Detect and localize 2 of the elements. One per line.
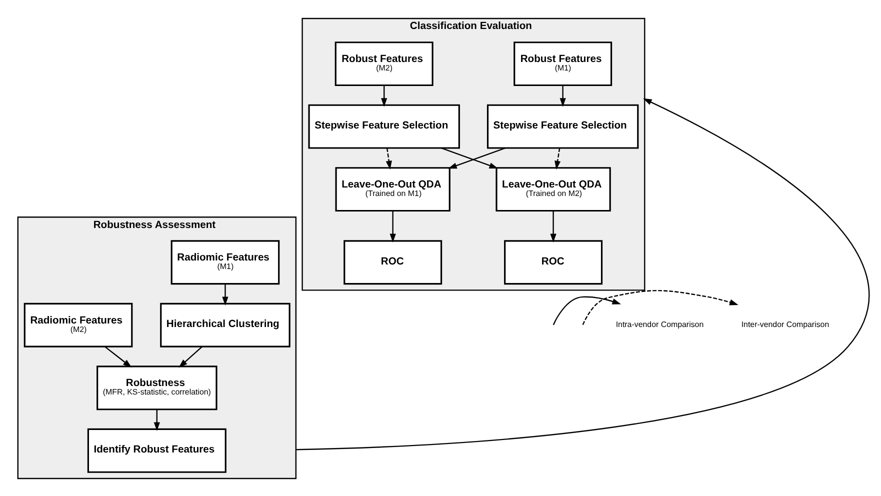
legend-label: Intra-vendor Comparison xyxy=(616,320,704,329)
legend-label: Inter-vendor Comparison xyxy=(741,320,830,329)
